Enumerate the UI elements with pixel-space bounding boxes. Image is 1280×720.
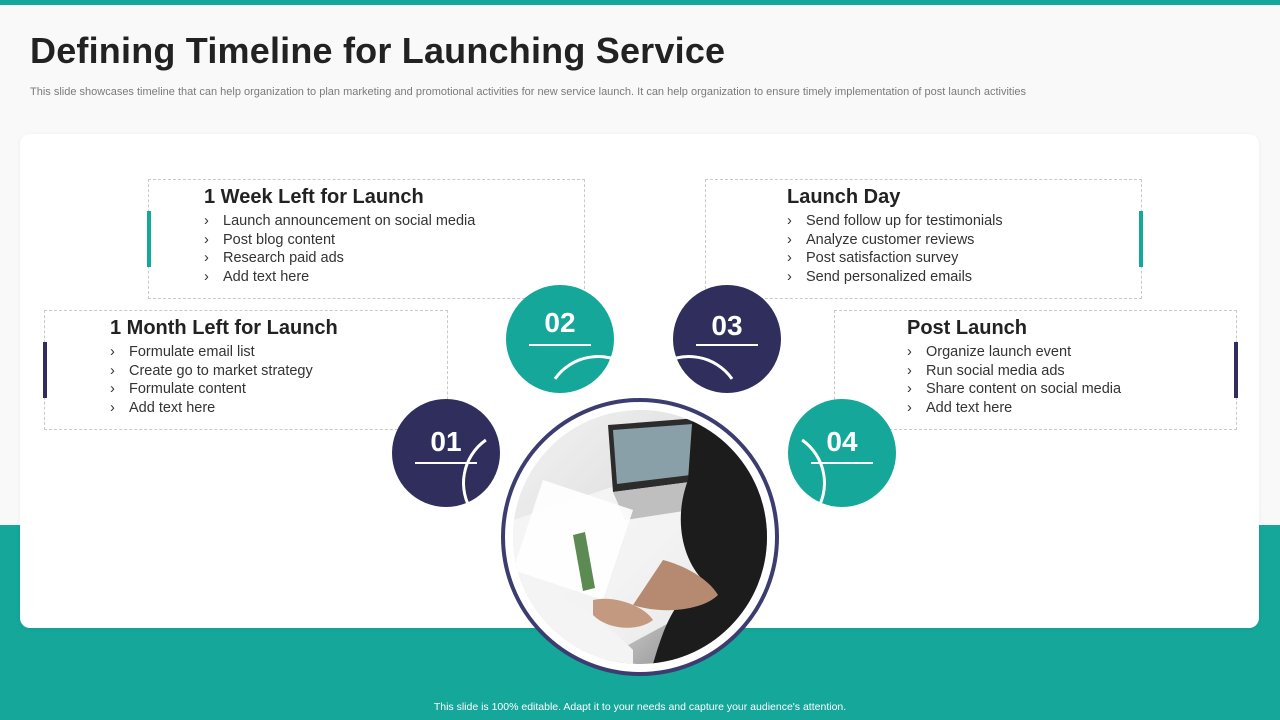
- step-number: 02: [544, 307, 576, 338]
- step-circle-03: 03: [626, 285, 781, 472]
- step-box-01: 1 Month Left for Launch Formulate email …: [43, 310, 448, 430]
- list-item: Share content on social media: [907, 380, 1121, 399]
- step-number: 04: [826, 426, 858, 457]
- list-item: Create go to market strategy: [110, 362, 313, 381]
- list-item: Research paid ads: [204, 249, 475, 268]
- list-item: Send personalized emails: [787, 268, 1003, 287]
- list-item: Run social media ads: [907, 362, 1121, 381]
- list-item: Add text here: [110, 399, 313, 418]
- step-list: Formulate email list Create go to market…: [110, 343, 313, 417]
- footer-note: This slide is 100% editable. Adapt it to…: [433, 701, 847, 713]
- step-accent-bar: [1234, 342, 1238, 398]
- step-box-03: Launch Day Send follow up for testimonia…: [705, 179, 1143, 299]
- top-accent-bar: [0, 0, 1280, 5]
- step-number-underline: [696, 344, 758, 346]
- step-number: 01: [430, 426, 462, 457]
- step-number-underline: [529, 344, 591, 346]
- step-box-04: Post Launch Organize launch event Run so…: [834, 310, 1238, 430]
- list-item: Add text here: [907, 399, 1121, 418]
- step-heading: Post Launch: [907, 317, 1028, 339]
- step-circle-04: 04: [709, 399, 896, 546]
- step-list: Organize launch event Run social media a…: [907, 343, 1121, 417]
- step-circle-02: 02: [506, 285, 661, 472]
- list-item: Analyze customer reviews: [787, 231, 1003, 250]
- step-heading: 1 Month Left for Launch: [110, 317, 338, 339]
- step-circle-01: 01: [392, 399, 579, 546]
- list-item: Organize launch event: [907, 343, 1121, 362]
- list-item: Formulate email list: [110, 343, 313, 362]
- list-item: Post satisfaction survey: [787, 249, 1003, 268]
- step-list: Launch announcement on social media Post…: [204, 212, 475, 286]
- step-accent-bar: [43, 342, 47, 398]
- step-number-underline: [811, 462, 873, 464]
- step-number: 03: [711, 310, 743, 341]
- list-item: Send follow up for testimonials: [787, 212, 1003, 231]
- step-accent-bar: [147, 211, 151, 267]
- list-item: Formulate content: [110, 380, 313, 399]
- list-item: Add text here: [204, 268, 475, 287]
- page-title: Defining Timeline for Launching Service: [30, 30, 726, 71]
- step-heading: 1 Week Left for Launch: [204, 186, 424, 208]
- step-list: Send follow up for testimonials Analyze …: [787, 212, 1003, 286]
- list-item: Post blog content: [204, 231, 475, 250]
- photo-ring: [501, 398, 779, 676]
- team-photo-image: [513, 410, 767, 664]
- photo-illustration: [513, 410, 767, 664]
- step-accent-bar: [1139, 211, 1143, 267]
- list-item: Launch announcement on social media: [204, 212, 475, 231]
- step-box-02: 1 Week Left for Launch Launch announceme…: [147, 179, 585, 299]
- step-number-underline: [415, 462, 477, 464]
- step-heading: Launch Day: [787, 186, 901, 208]
- page-subtitle: This slide showcases timeline that can h…: [30, 86, 1027, 98]
